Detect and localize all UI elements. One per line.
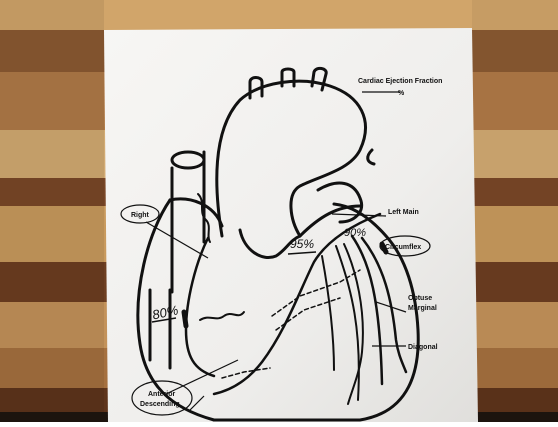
- diagram-title: Cardiac Ejection Fraction: [358, 78, 442, 85]
- anterior-descending-label-line2: Descending: [140, 401, 180, 408]
- paper-sheet: [104, 28, 478, 422]
- right-coronary-label: Right: [131, 212, 150, 219]
- obtuse-marginal-label-line1: Obtuse: [408, 295, 432, 302]
- percent-blank-suffix: %: [398, 90, 405, 97]
- lad-stenosis-note: 95%: [290, 237, 314, 251]
- diagonal-label: Diagonal: [408, 344, 438, 351]
- circumflex-stenosis-note: 90%: [344, 227, 366, 239]
- left-main-label: Left Main: [388, 209, 419, 216]
- obtuse-marginal-label-line2: Marginal: [408, 305, 437, 312]
- circumflex-label: Circumflex: [385, 244, 421, 251]
- anterior-descending-label-line1: Anterior: [148, 391, 176, 398]
